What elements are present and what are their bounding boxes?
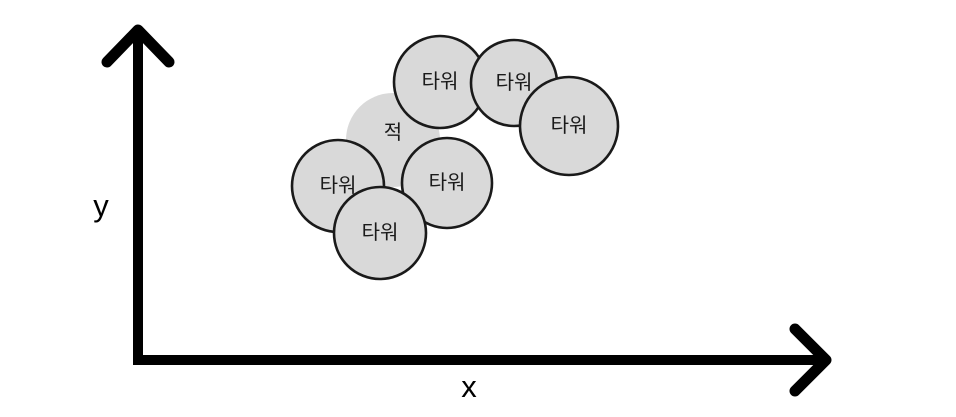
enemy-label: 적 <box>384 121 402 144</box>
tower-label: 타워 <box>429 171 466 194</box>
tower-label: 타워 <box>496 71 533 94</box>
y-axis-arrowhead-icon <box>101 24 175 68</box>
x-axis <box>133 323 832 397</box>
tower-label: 타워 <box>551 114 588 137</box>
tower-label: 타워 <box>362 221 399 244</box>
x-axis-arrowhead-icon <box>789 323 832 397</box>
tower-circle[interactable] <box>400 136 494 230</box>
node-tower-5[interactable]: 타워 <box>400 136 494 230</box>
tower-circle[interactable] <box>518 75 620 177</box>
node-tower-3[interactable]: 타워 <box>518 75 620 177</box>
tower-circle[interactable] <box>332 185 428 281</box>
node-tower-1[interactable]: 타워 <box>392 34 488 130</box>
tower-label: 타워 <box>422 70 459 93</box>
node-group: 적 타워 타워 타워 타워 타워 <box>290 34 620 281</box>
x-axis-label: x <box>461 369 477 404</box>
tower-label: 타워 <box>320 174 357 197</box>
y-axis-label: y <box>93 188 109 223</box>
node-tower-6[interactable]: 타워 <box>332 185 428 281</box>
y-axis <box>101 24 175 360</box>
